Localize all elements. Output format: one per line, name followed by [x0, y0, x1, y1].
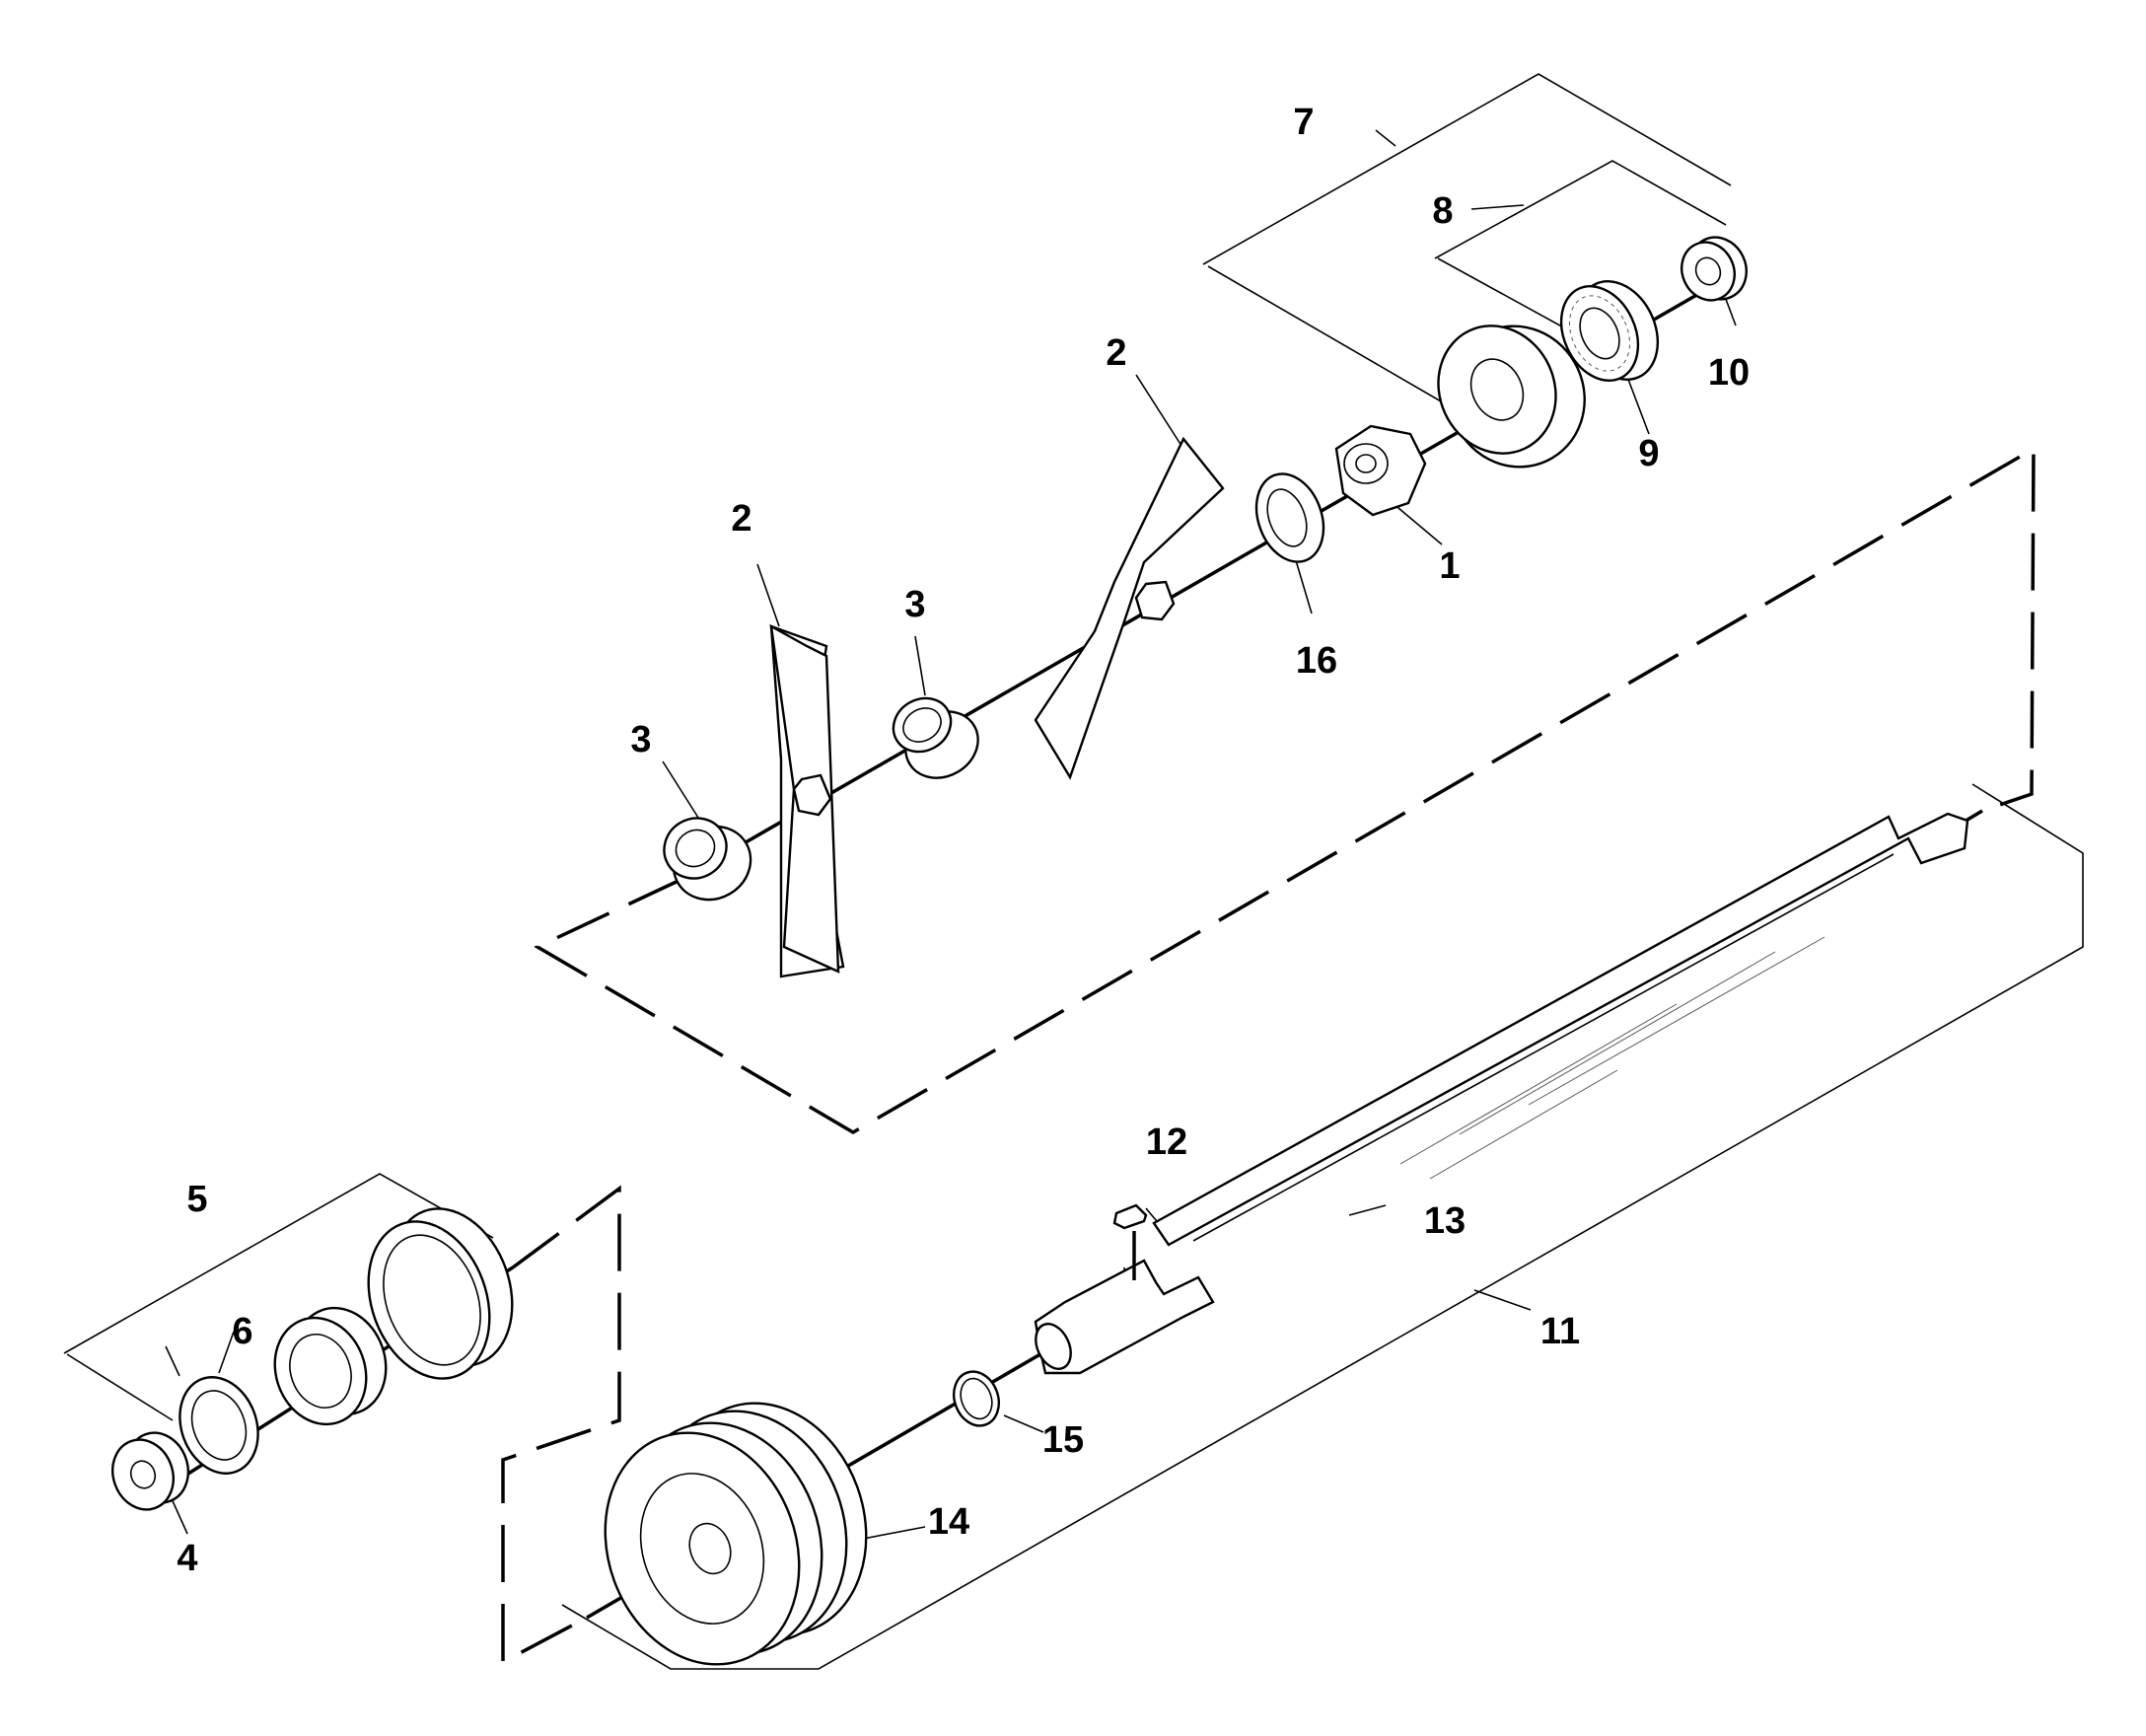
callout-8: 8	[1432, 190, 1453, 232]
spacer-lower	[663, 817, 752, 902]
callout-11: 11	[1540, 1311, 1580, 1352]
callout-3-lower: 3	[630, 719, 651, 760]
spacer-upper	[892, 696, 979, 779]
bracket-7	[1202, 73, 1732, 410]
collar-10	[1681, 236, 1748, 302]
callout-6: 6	[232, 1311, 252, 1352]
callout-labels: 7 8 10 9 1 16 2 2 3 3 12 13 11 15 14 5 6…	[177, 102, 1750, 1579]
callout-5: 5	[186, 1179, 207, 1220]
lower-assembly-axis	[147, 1266, 1046, 1620]
callout-7: 7	[1293, 102, 1314, 143]
bracket-8	[1434, 160, 1727, 336]
callout-14: 14	[928, 1501, 969, 1543]
blade-left	[769, 623, 845, 978]
callout-3-upper: 3	[904, 584, 925, 625]
snap-ring-15	[953, 1370, 1000, 1427]
callout-9: 9	[1638, 433, 1659, 474]
pulley-14	[604, 1402, 868, 1666]
callout-16: 16	[1296, 640, 1337, 682]
callout-15: 15	[1042, 1419, 1084, 1461]
washer-16	[1254, 472, 1325, 563]
bracket-11	[561, 783, 2084, 1670]
callout-12: 12	[1146, 1121, 1187, 1163]
bearing-9	[1559, 280, 1660, 383]
callout-2-right: 2	[1106, 332, 1126, 374]
upper-dashed-connector	[534, 445, 2036, 1135]
callout-2-left: 2	[731, 498, 751, 540]
collar-4	[111, 1431, 189, 1511]
callout-13: 13	[1424, 1200, 1466, 1242]
shaft-13	[1034, 812, 1969, 1375]
hub-assembly-7	[1437, 325, 1586, 469]
nut-1	[1334, 424, 1427, 517]
callout-10: 10	[1708, 352, 1750, 394]
housing-assembly-5	[273, 1207, 514, 1426]
blade-right	[1034, 436, 1225, 780]
callout-1: 1	[1439, 545, 1460, 587]
retainer-ring-6	[179, 1376, 259, 1475]
lower-dashed-connector	[501, 1185, 621, 1665]
callout-4: 4	[177, 1538, 197, 1579]
key-12	[1112, 1203, 1148, 1230]
